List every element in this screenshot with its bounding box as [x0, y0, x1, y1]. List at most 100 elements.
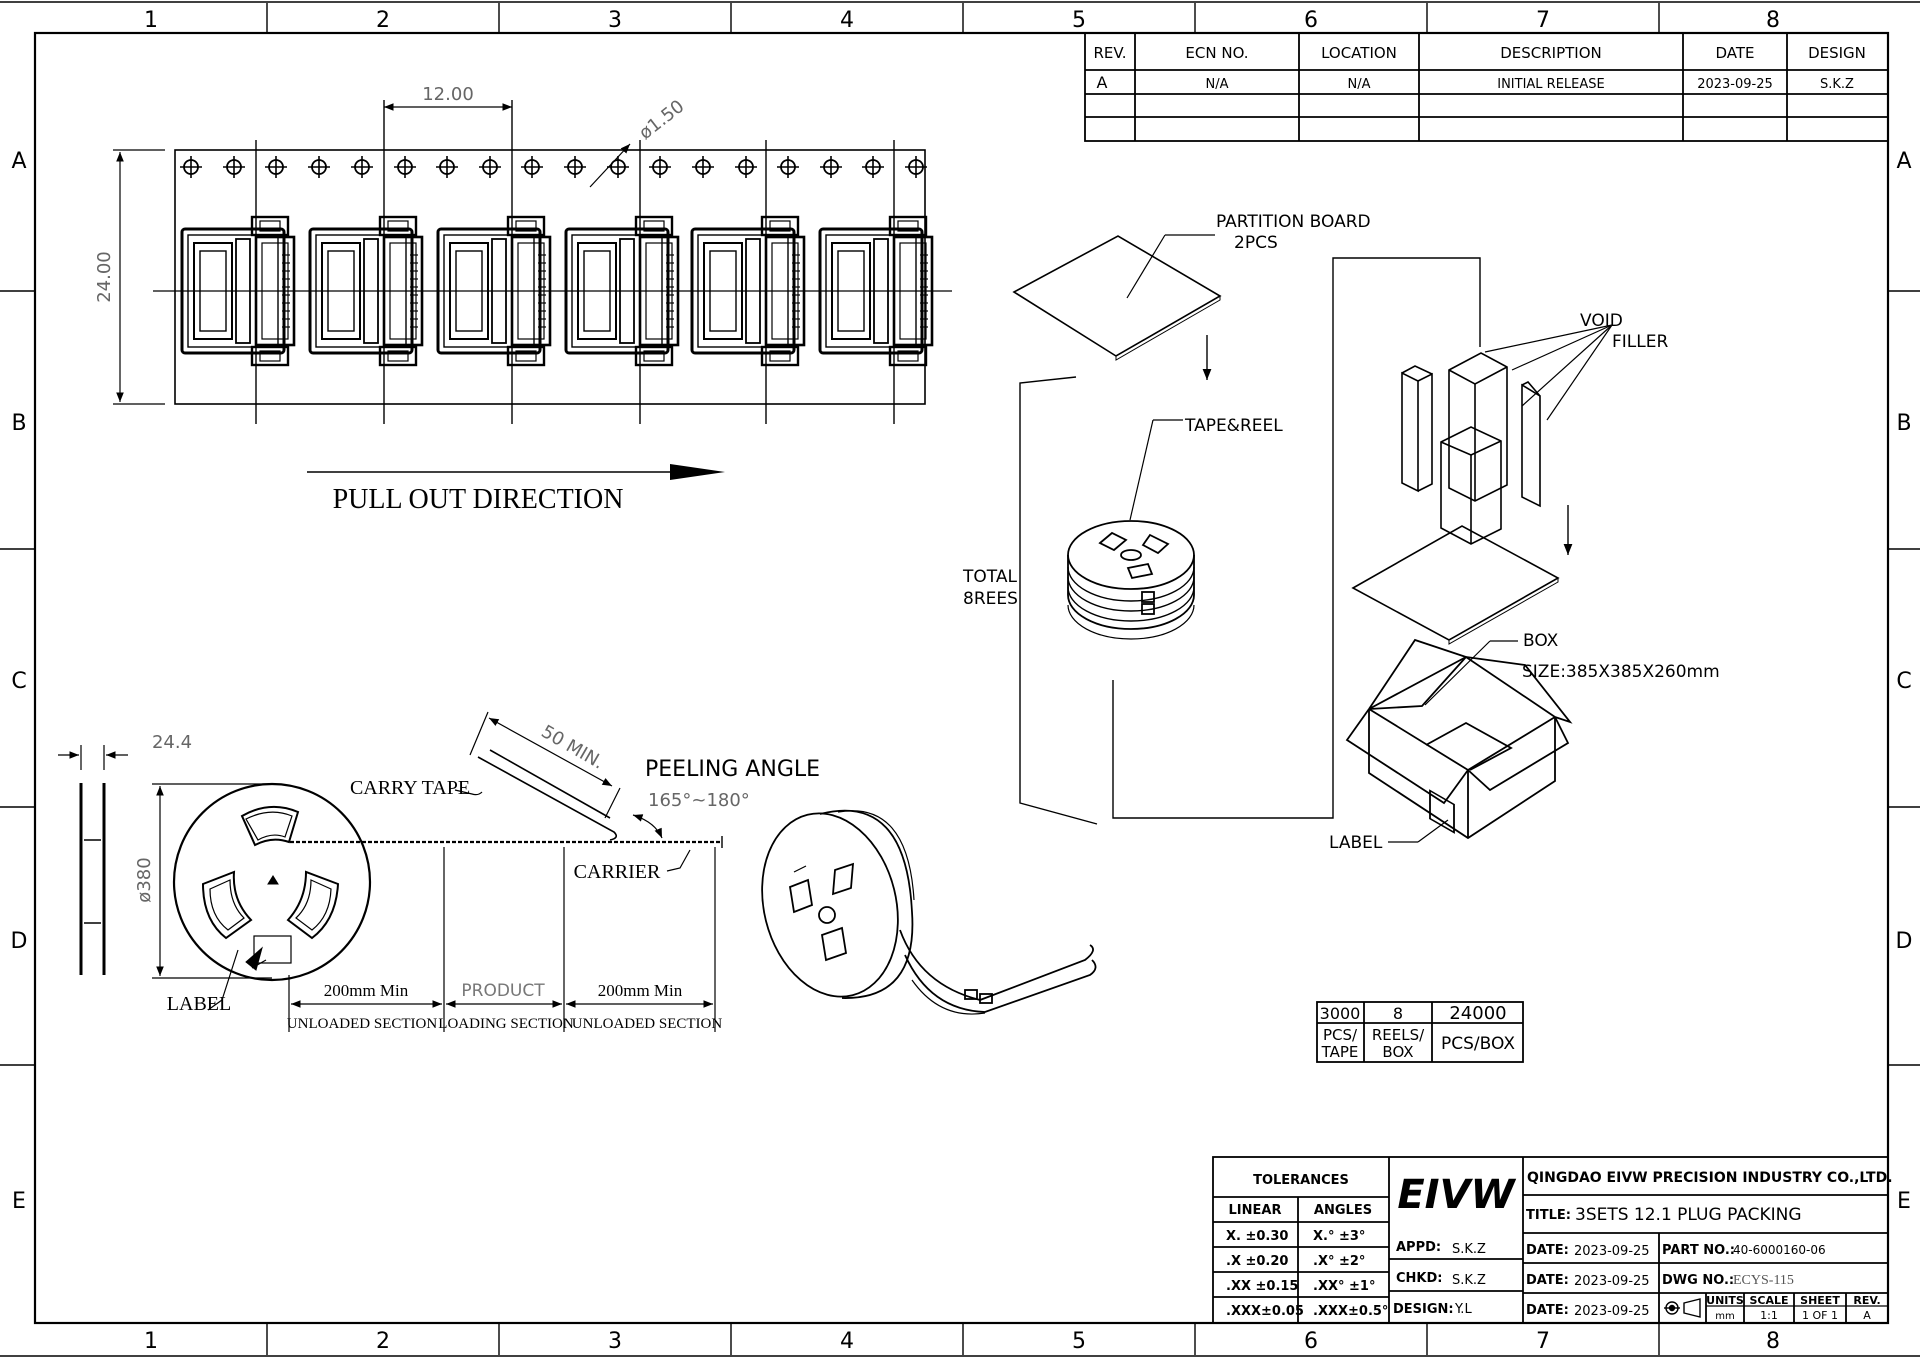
- void-label: VOID: [1580, 311, 1623, 331]
- tape-width-dimension: [113, 149, 165, 405]
- date-value-1: 2023-09-25: [1574, 1244, 1650, 1259]
- partition-board-top: [1012, 235, 1222, 357]
- reel-label-tag: LABEL: [167, 993, 231, 1015]
- date-value: 2023-09-25: [1697, 77, 1773, 92]
- ecn-header: ECN NO.: [1185, 44, 1248, 62]
- zone-labels: 1 2 3 4 5 6 7 8 1 2 3 4 5 6 7 8 A B C D …: [11, 8, 1913, 1354]
- date-value-3: 2023-09-25: [1574, 1304, 1650, 1319]
- units-label: UNITS: [1706, 1294, 1744, 1307]
- unloaded-length-2: 200mm Min: [598, 981, 683, 1000]
- rev-label: REV.: [1853, 1294, 1880, 1307]
- dwg-no-value: ECYS-115: [1733, 1273, 1794, 1288]
- reel-dia-label: ø380: [134, 857, 155, 902]
- angle-tol-3: .XXX±0.5°: [1313, 1304, 1388, 1319]
- pcs-per-tape-header-1: PCS/: [1323, 1026, 1358, 1044]
- sheet-label: SHEET: [1800, 1294, 1840, 1307]
- date-label-1: DATE:: [1526, 1243, 1569, 1258]
- box-label: BOX: [1523, 631, 1559, 651]
- zone-row-d-right: D: [1896, 929, 1913, 954]
- carry-tape-label: CARRY TAPE: [350, 777, 470, 799]
- linear-tol-2: .XX ±0.15: [1226, 1279, 1298, 1294]
- unloaded-section-1: UNLOADED SECTION: [287, 1016, 438, 1032]
- zone-col-7-bottom: 7: [1536, 1329, 1550, 1354]
- product-label: PRODUCT: [461, 981, 545, 1001]
- carrier-label: CARRIER: [574, 861, 661, 883]
- zone-row-b-left: B: [11, 411, 26, 436]
- partition-board-label: PARTITION BOARD: [1216, 212, 1371, 232]
- chkd-value: S.K.Z: [1452, 1273, 1486, 1288]
- void-fillers: [1401, 352, 1541, 545]
- tape-reel-label: TAPE&REEL: [1184, 416, 1283, 436]
- sheet-value: 1 OF 1: [1802, 1309, 1838, 1322]
- zone-col-8-top: 8: [1766, 8, 1780, 33]
- location-value: N/A: [1348, 77, 1371, 92]
- design-header: DESIGN: [1808, 44, 1866, 62]
- date-label-2: DATE:: [1526, 1273, 1569, 1288]
- rev-value-block: A: [1863, 1309, 1871, 1322]
- location-header: LOCATION: [1321, 44, 1397, 62]
- reel-front-view: [152, 782, 372, 1011]
- quantity-table: 3000 8 24000 PCS/ TAPE REELS/ BOX PCS/BO…: [1316, 1001, 1524, 1063]
- zone-row-c-left: C: [11, 669, 26, 694]
- linear-header: LINEAR: [1229, 1203, 1282, 1218]
- total-qty-label: 8REES: [963, 589, 1018, 609]
- dwg-no-label: DWG NO.:: [1662, 1273, 1734, 1288]
- zone-col-1-top: 1: [144, 8, 158, 33]
- pcs-per-box-header: PCS/BOX: [1441, 1034, 1515, 1054]
- tape-width-label: 24.00: [94, 251, 115, 303]
- angle-tol-2: .XX° ±1°: [1313, 1279, 1375, 1294]
- linear-tol-0: X. ±0.30: [1226, 1229, 1288, 1244]
- linear-tol-1: .X ±0.20: [1226, 1254, 1288, 1269]
- partition-board-bottom: [1351, 525, 1560, 641]
- chkd-label: CHKD:: [1396, 1271, 1442, 1286]
- title-block: TOLERANCES LINEAR ANGLES X. ±0.30 .X ±0.…: [1212, 1156, 1893, 1324]
- company-name: QINGDAO EIVW PRECISION INDUSTRY CO.,LTD.: [1527, 1170, 1893, 1186]
- description-value: INITIAL RELEASE: [1497, 77, 1605, 92]
- loading-section: LOADING SECTION: [438, 1016, 574, 1032]
- zone-col-5-top: 5: [1072, 8, 1086, 33]
- rev-header: REV.: [1094, 44, 1127, 62]
- carrier-tape-top-view: 12.00 ø1.50 24.00 PULL OUT DIRECTION: [94, 84, 952, 515]
- zone-row-e-right: E: [1897, 1189, 1911, 1214]
- zone-col-5-bottom: 5: [1072, 1329, 1086, 1354]
- zone-col-1-bottom: 1: [144, 1329, 158, 1354]
- date-header: DATE: [1715, 44, 1754, 62]
- zone-col-8-bottom: 8: [1766, 1329, 1780, 1354]
- title-label: TITLE:: [1526, 1208, 1571, 1223]
- scale-value: 1:1: [1760, 1309, 1778, 1322]
- hole-diameter-dimension: ø1.50: [589, 96, 688, 188]
- angle-tol-1: .X° ±2°: [1313, 1254, 1365, 1269]
- description-header: DESCRIPTION: [1500, 44, 1602, 62]
- sprocket-holes: [179, 155, 928, 179]
- zone-col-6-bottom: 6: [1304, 1329, 1318, 1354]
- filler-label: FILLER: [1612, 332, 1668, 352]
- revision-table: REV. ECN NO. LOCATION DESCRIPTION DATE D…: [1084, 32, 1889, 142]
- design-value-name: Y.L: [1454, 1302, 1472, 1317]
- packing-labels: PARTITION BOARD 2PCS TAPE&REEL VOID FILL…: [962, 212, 1720, 853]
- linear-tol-3: .XXX±0.05: [1226, 1304, 1304, 1319]
- packing-exploded-view: [1012, 234, 1613, 843]
- box-label-tag: LABEL: [1329, 833, 1383, 853]
- zone-col-3-top: 3: [608, 8, 622, 33]
- reel-side-view: [58, 745, 128, 975]
- units-value: mm: [1715, 1311, 1734, 1322]
- pull-direction-arrow: [307, 464, 725, 480]
- reels-per-box-header-2: BOX: [1382, 1043, 1413, 1061]
- drawing-title: 3SETS 12.1 PLUG PACKING: [1575, 1205, 1802, 1225]
- peeling-angle-value: 165°~180°: [648, 790, 750, 811]
- zone-row-c-right: C: [1896, 669, 1911, 694]
- partition-qty-label: 2PCS: [1234, 233, 1278, 253]
- angle-tol-0: X.° ±3°: [1313, 1229, 1365, 1244]
- pcs-per-tape-header-2: TAPE: [1321, 1043, 1359, 1061]
- pull-out-direction-label: PULL OUT DIRECTION: [333, 484, 624, 515]
- zone-col-7-top: 7: [1536, 8, 1550, 33]
- pcs-per-tape-value: 3000: [1320, 1004, 1361, 1023]
- shipping-box: [1345, 638, 1573, 840]
- ecn-value: N/A: [1206, 77, 1229, 92]
- rev-value: A: [1097, 73, 1108, 92]
- angles-header: ANGLES: [1314, 1203, 1372, 1218]
- zone-row-e-left: E: [12, 1189, 26, 1214]
- hole-dia-label: ø1.50: [635, 96, 688, 144]
